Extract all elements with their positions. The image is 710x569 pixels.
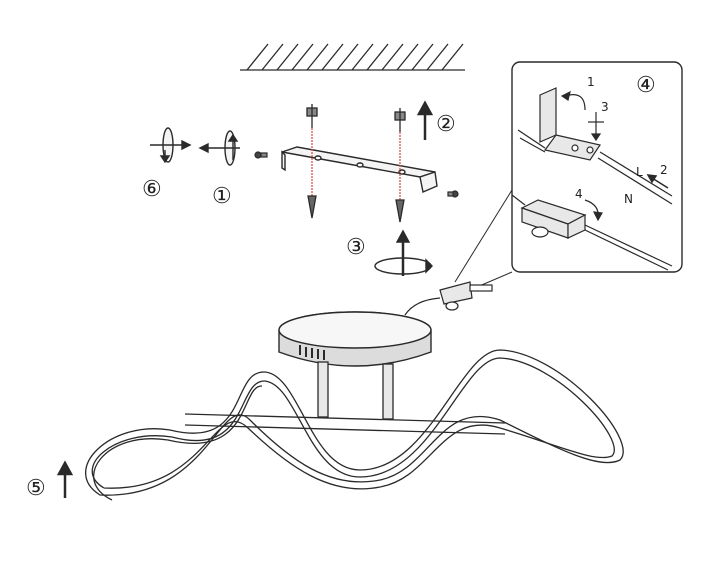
small-screw-icon [254,151,268,159]
step-label-2: ② [436,112,456,137]
mounting-bracket [281,146,438,193]
lamp-canopy [278,311,432,367]
rotate-arrow-icon-2 [584,199,603,222]
cover-knob-left [150,127,192,164]
step-label-5: ⑤ [26,476,46,501]
neutral-wire-label: N [624,192,633,206]
step-label-6: ⑥ [142,177,162,202]
rotate-arrow-icon [560,90,586,111]
inset-step-1: 1 [587,75,595,89]
cover-knob-right [198,130,240,166]
up-arrow-step-2 [416,100,434,140]
inset-step-3: 3 [601,100,609,114]
step-label-4: ④ [636,73,656,98]
wiring-detail-inset [511,61,683,273]
ceiling-screw-right [394,108,406,223]
inset-step-4: 4 [575,187,583,201]
wave-led-body [85,349,624,501]
lamp-connector [404,281,493,316]
insert-wire-arrow-icon [646,174,669,189]
screwdriver-icon [588,112,604,142]
callout-lines [454,189,513,291]
inset-step-2: 2 [660,163,668,177]
ceiling-hatch [240,43,465,71]
rotate-arrow-step-3 [374,229,433,276]
cable-connector [511,194,673,271]
up-arrow-step-5 [56,460,74,498]
live-wire-label: L [636,165,643,179]
step-label-3: ③ [346,235,366,260]
bracket-screw-icon [447,190,459,198]
step-label-1: ① [212,184,232,209]
canopy-rods [317,361,394,420]
ceiling-screw-left [306,104,318,219]
terminal-block [517,87,673,205]
